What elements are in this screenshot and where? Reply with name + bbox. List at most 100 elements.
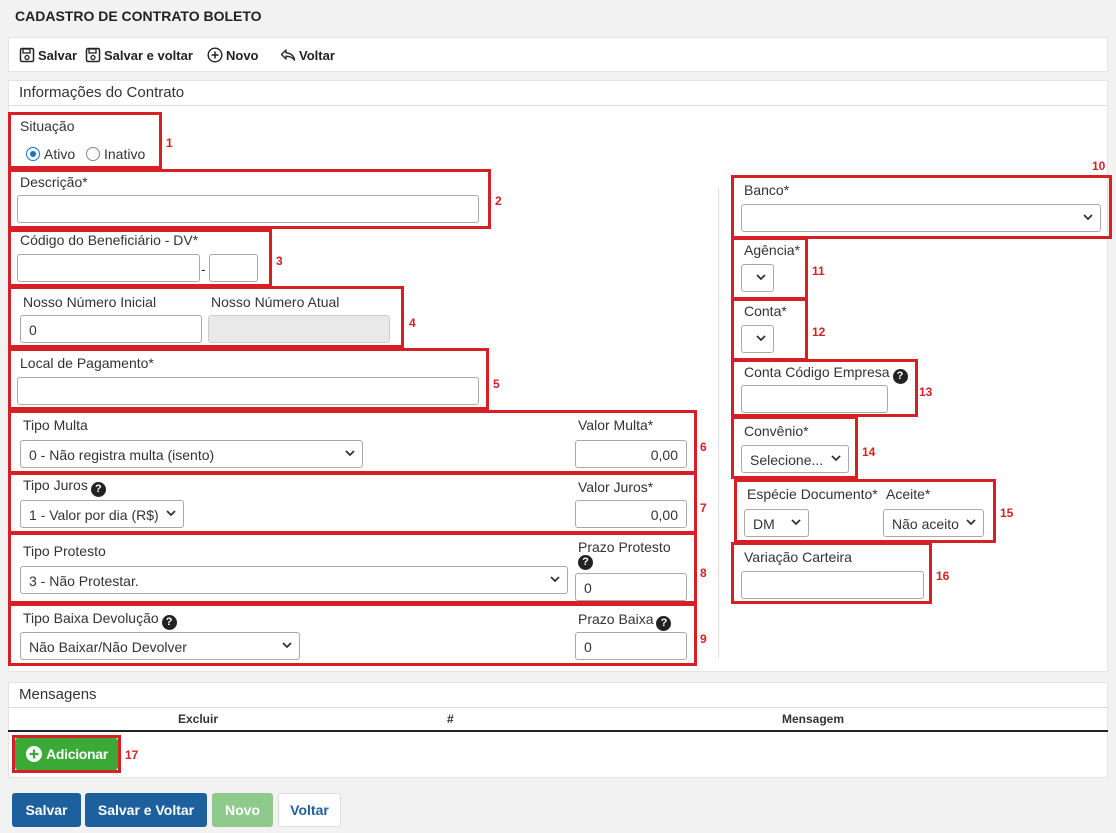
toolbar-new-label: Novo bbox=[226, 47, 259, 63]
nosso-inicial-input[interactable]: 0 bbox=[20, 315, 202, 343]
prazo-protesto-label: Prazo Protesto bbox=[578, 539, 671, 555]
annotation-13: 13 bbox=[919, 385, 933, 399]
highlight-box-8 bbox=[8, 532, 697, 604]
conta-cod-empresa-input[interactable] bbox=[741, 385, 888, 413]
plus-circle-icon bbox=[26, 746, 43, 762]
reply-arrow-icon bbox=[280, 49, 296, 61]
tipo-juros-label-wrap: Tipo Juros? bbox=[23, 477, 106, 497]
toolbar-back-button[interactable]: Voltar bbox=[280, 47, 335, 63]
floppy-disk-icon bbox=[85, 47, 101, 63]
plus-circle-icon bbox=[207, 47, 223, 63]
situacao-ativo-radio[interactable]: Ativo bbox=[26, 146, 75, 162]
aceite-select[interactable]: Não aceito bbox=[883, 509, 984, 537]
valor-juros-label: Valor Juros* bbox=[578, 479, 654, 495]
situacao-label: Situação bbox=[20, 118, 75, 134]
chevron-down-icon bbox=[282, 642, 292, 649]
prazo-baixa-label: Prazo Baixa bbox=[578, 611, 654, 627]
conta-label: Conta* bbox=[744, 303, 787, 319]
toolbar-save-button[interactable]: Salvar bbox=[19, 47, 77, 63]
local-pag-input[interactable] bbox=[17, 377, 479, 405]
tipo-protesto-label: Tipo Protesto bbox=[23, 543, 106, 559]
tipo-juros-label: Tipo Juros bbox=[23, 477, 88, 493]
toolbar-new-button[interactable]: Novo bbox=[207, 47, 259, 63]
help-icon[interactable]: ? bbox=[578, 555, 593, 570]
tipo-baixa-label: Tipo Baixa Devolução bbox=[23, 610, 159, 626]
valor-multa-label: Valor Multa* bbox=[578, 417, 654, 433]
tipo-protesto-select[interactable]: 3 - Não Protestar. bbox=[20, 566, 568, 594]
highlight-box-12 bbox=[731, 298, 808, 361]
highlight-box-2 bbox=[8, 169, 491, 229]
cod-benef-dv-input[interactable] bbox=[209, 254, 258, 282]
tipo-juros-select[interactable]: 1 - Valor por dia (R$) bbox=[20, 500, 184, 528]
chevron-down-icon bbox=[791, 519, 801, 526]
aceite-value: Não aceito bbox=[892, 516, 959, 532]
prazo-baixa-label-wrap: Prazo Baixa? bbox=[578, 611, 672, 631]
highlight-box-6 bbox=[8, 410, 697, 474]
highlight-box-1 bbox=[8, 112, 162, 169]
descricao-label: Descrição* bbox=[20, 174, 88, 190]
footer-new-button[interactable]: Novo bbox=[212, 793, 273, 827]
highlight-box-17 bbox=[12, 735, 121, 773]
variacao-label: Variação Carteira bbox=[744, 549, 852, 565]
prazo-protesto-input[interactable]: 0 bbox=[575, 573, 687, 601]
highlight-box-15 bbox=[734, 479, 996, 543]
local-pag-label: Local de Pagamento* bbox=[20, 355, 154, 371]
variacao-input[interactable] bbox=[741, 571, 924, 599]
tipo-baixa-label-wrap: Tipo Baixa Devolução? bbox=[23, 610, 177, 630]
nosso-atual-label: Nosso Número Atual bbox=[211, 294, 340, 310]
radio-checked-icon bbox=[26, 147, 40, 161]
agencia-label: Agência* bbox=[744, 242, 801, 258]
help-icon[interactable]: ? bbox=[161, 615, 177, 630]
chevron-down-icon bbox=[166, 510, 176, 517]
highlight-box-9 bbox=[8, 603, 697, 666]
conta-cod-empresa-label-wrap: Conta Código Empresa? bbox=[744, 364, 908, 384]
annotation-9: 9 bbox=[700, 632, 707, 646]
help-icon[interactable]: ? bbox=[656, 616, 672, 631]
annotation-8: 8 bbox=[700, 566, 707, 580]
prazo-baixa-input[interactable]: 0 bbox=[575, 632, 687, 660]
banco-select[interactable] bbox=[741, 204, 1101, 232]
help-icon[interactable]: ? bbox=[892, 369, 908, 384]
help-icon[interactable]: ? bbox=[90, 482, 106, 497]
footer-save-back-button[interactable]: Salvar e Voltar bbox=[85, 793, 207, 827]
add-message-button[interactable]: Adicionar bbox=[15, 738, 118, 770]
especie-doc-value: DM bbox=[753, 516, 775, 532]
page-title: CADASTRO DE CONTRATO BOLETO bbox=[15, 8, 262, 24]
conta-cod-empresa-label: Conta Código Empresa bbox=[744, 364, 890, 380]
chevron-down-icon bbox=[1083, 214, 1093, 221]
floppy-disk-icon bbox=[19, 47, 35, 63]
tipo-baixa-value: Não Baixar/Não Devolver bbox=[29, 639, 187, 655]
cod-benef-separator: - bbox=[201, 261, 206, 277]
highlight-box-10 bbox=[731, 175, 1112, 239]
column-divider bbox=[718, 188, 719, 658]
nosso-atual-input bbox=[208, 315, 390, 343]
highlight-box-5 bbox=[8, 348, 489, 410]
col-mensagem: Mensagem bbox=[782, 712, 845, 726]
valor-multa-input[interactable]: 0,00 bbox=[575, 440, 687, 468]
cod-benef-input[interactable] bbox=[17, 254, 200, 282]
add-message-label: Adicionar bbox=[46, 746, 108, 762]
highlight-box-3 bbox=[8, 229, 272, 287]
descricao-input[interactable] bbox=[17, 195, 479, 223]
toolbar-save-back-button[interactable]: Salvar e voltar bbox=[85, 47, 193, 63]
convenio-value: Selecione... bbox=[750, 452, 824, 468]
tipo-baixa-select[interactable]: Não Baixar/Não Devolver bbox=[20, 632, 300, 660]
convenio-select[interactable]: Selecione... bbox=[741, 445, 849, 473]
banco-label: Banco* bbox=[744, 182, 790, 198]
conta-select[interactable] bbox=[741, 325, 774, 353]
especie-doc-select[interactable]: DM bbox=[744, 509, 809, 537]
chevron-down-icon bbox=[756, 274, 766, 281]
agencia-select[interactable] bbox=[741, 264, 774, 292]
annotation-6: 6 bbox=[700, 440, 707, 454]
toolbar-save-back-label: Salvar e voltar bbox=[104, 47, 193, 63]
situacao-inativo-radio[interactable]: Inativo bbox=[86, 146, 145, 162]
annotation-12: 12 bbox=[812, 325, 826, 339]
tipo-multa-select[interactable]: 0 - Não registra multa (isento) bbox=[20, 440, 363, 468]
aceite-label: Aceite* bbox=[886, 486, 931, 502]
footer-back-button[interactable]: Voltar bbox=[278, 793, 341, 827]
contract-info-title: Informações do Contrato bbox=[9, 81, 1107, 106]
tipo-multa-value: 0 - Não registra multa (isento) bbox=[29, 447, 215, 463]
valor-juros-input[interactable]: 0,00 bbox=[575, 500, 687, 528]
footer-save-button[interactable]: Salvar bbox=[12, 793, 81, 827]
tipo-protesto-value: 3 - Não Protestar. bbox=[29, 573, 139, 589]
